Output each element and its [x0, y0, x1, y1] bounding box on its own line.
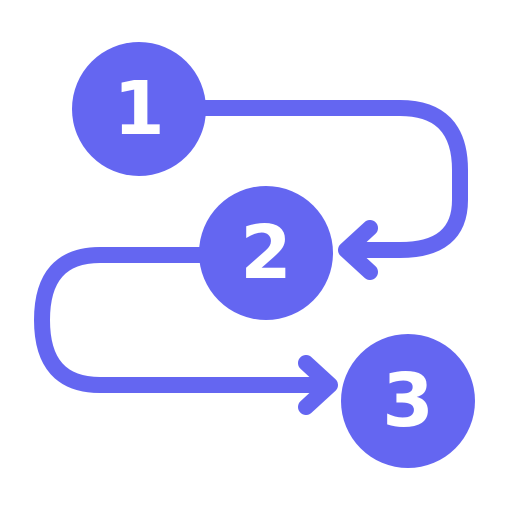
connector-1-to-2 — [192, 100, 468, 258]
step-1-number: 1 — [113, 66, 165, 152]
arrowhead-into-step-2 — [338, 220, 378, 280]
step-2: 2 — [199, 186, 333, 320]
step-3-number: 3 — [382, 358, 434, 444]
step-3: 3 — [341, 334, 475, 468]
step-1: 1 — [72, 42, 206, 176]
step-2-number: 2 — [240, 210, 292, 296]
step-1-circle — [72, 42, 206, 176]
arrowhead-into-step-3 — [298, 355, 338, 415]
connector-2-to-3 — [34, 247, 336, 393]
step-2-circle — [199, 186, 333, 320]
step-3-circle — [341, 334, 475, 468]
